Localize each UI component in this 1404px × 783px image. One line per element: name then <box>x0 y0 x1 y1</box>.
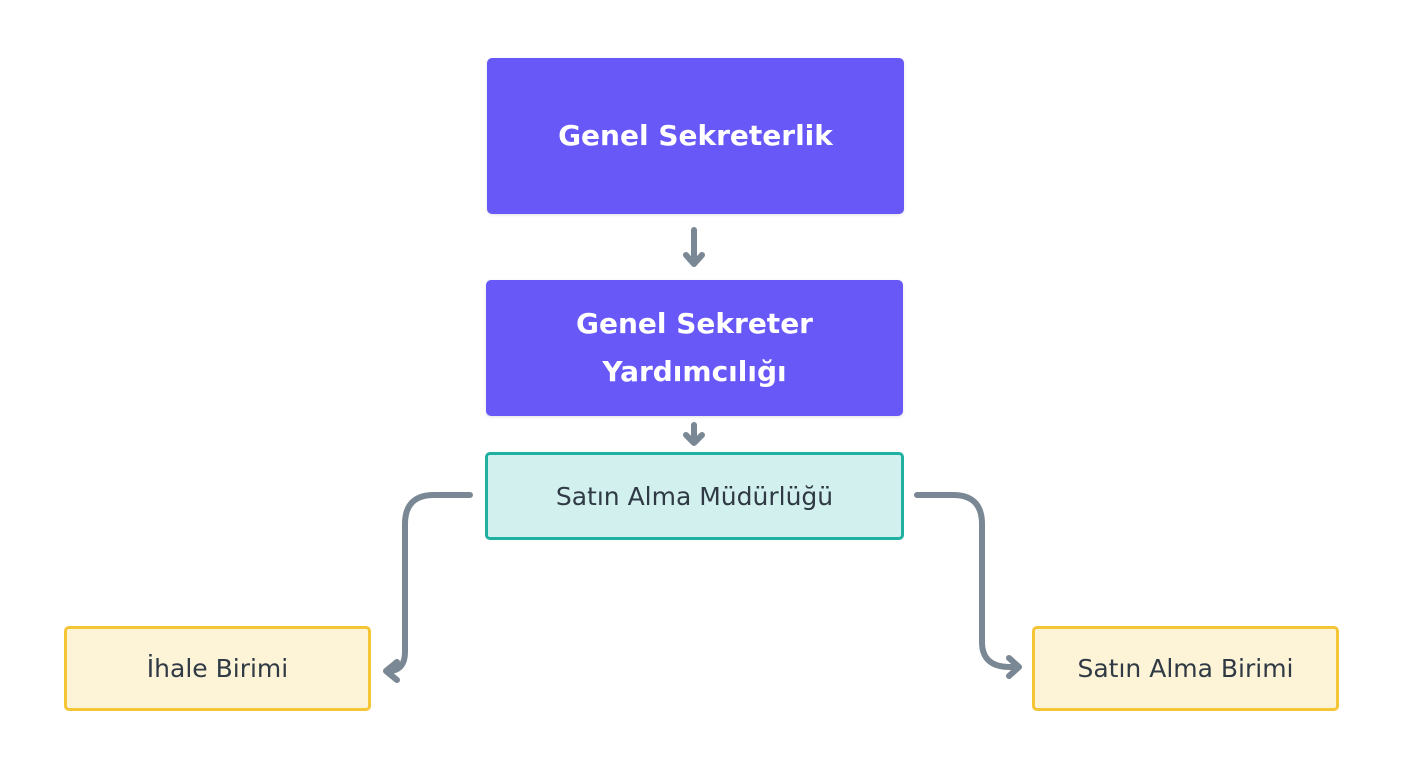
node-label: Genel Sekreterlik <box>558 119 833 152</box>
node-satin-alma-mudurlugu[interactable]: Satın Alma Müdürlüğü <box>485 452 904 540</box>
node-satin-alma-birimi[interactable]: Satın Alma Birimi <box>1032 626 1339 711</box>
node-label: İhale Birimi <box>146 654 289 683</box>
arrowhead-middle-to-mudurluk <box>683 432 705 446</box>
node-label: Satın Alma Müdürlüğü <box>555 481 834 511</box>
arrowhead-top-to-middle <box>683 252 705 267</box>
node-genel-sekreter-yardimciligi[interactable]: Genel Sekreter Yardımcılığı <box>486 280 903 416</box>
node-ihale-birimi[interactable]: İhale Birimi <box>64 626 371 711</box>
arrowhead-mudurluk-to-ihale <box>383 659 400 683</box>
node-genel-sekreterlik[interactable]: Genel Sekreterlik <box>487 58 904 214</box>
node-label-line-2: Yardımcılığı <box>602 355 787 388</box>
node-label: Satın Alma Birimi <box>1077 654 1294 683</box>
connector-mudurluk-to-ihale <box>385 492 473 674</box>
connector-mudurluk-to-satin-alma-birimi <box>914 492 1021 670</box>
arrowhead-mudurluk-to-satin-alma-birimi <box>1006 655 1022 679</box>
node-label-line-1: Genel Sekreter <box>575 307 813 340</box>
